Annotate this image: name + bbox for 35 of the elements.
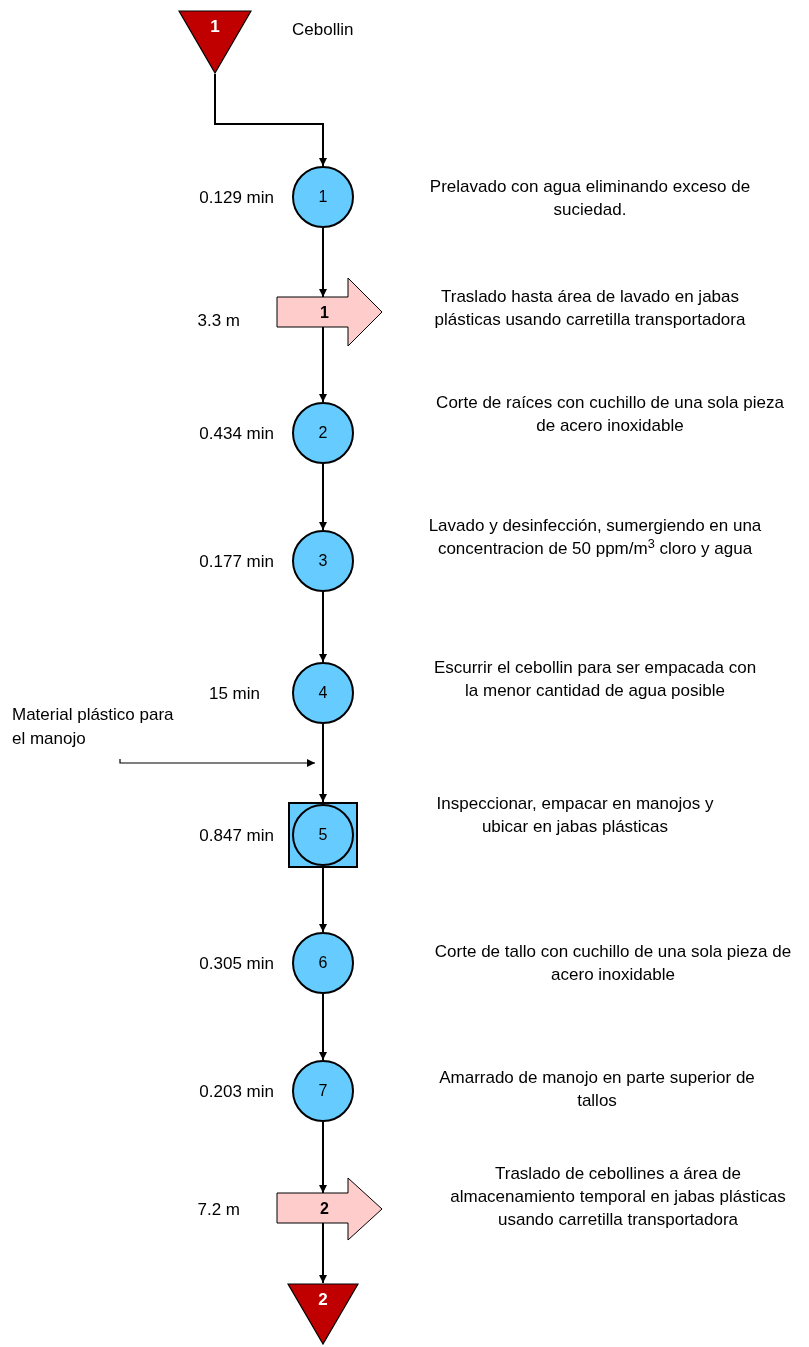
step-number: 1	[209, 16, 221, 38]
flow-arrow	[319, 993, 327, 1061]
measure-label: 15 min	[207, 683, 260, 705]
flow-arrow	[319, 326, 327, 403]
flow-arrow	[319, 723, 327, 803]
step-description: Lavado y desinfección, sumergiendo en una concentracion de 50 ppm/m$^{3}$ cloro y agua	[427, 515, 763, 560]
step-number: 2	[320, 1199, 329, 1219]
measure-label: 0.847 min	[198, 825, 274, 847]
measure-label: 0.203 min	[198, 1081, 274, 1103]
measure-label: 7.2 m	[196, 1199, 240, 1221]
measure-label: 0.305 min	[198, 953, 274, 975]
measure-label: 3.3 m	[196, 310, 240, 332]
flow-arrow	[319, 227, 327, 298]
input-arrow	[119, 758, 316, 767]
flow-arrow	[319, 1222, 327, 1284]
flow-arrow	[319, 867, 327, 933]
measure-label: 0.177 min	[198, 551, 274, 573]
flow-arrow	[319, 591, 327, 663]
step-description: Corte de tallo con cuchillo de una sola pieza de acero inoxidable	[433, 941, 793, 986]
step-number: 2	[317, 1289, 329, 1311]
flow-arrow	[214, 73, 327, 167]
step-number: 1	[320, 303, 329, 323]
step-description: Traslado de cebollines a área de almacenamiento temporal en jabas plásticas usando carretilla transportadora	[449, 1163, 787, 1231]
flow-arrow	[319, 463, 327, 531]
step-description: Escurrir el cebollin para ser empacada con la menor cantidad de agua posible	[432, 657, 758, 702]
step-description: Traslado hasta área de lavado en jabas plásticas usando carretilla transportadora	[433, 286, 747, 331]
input-label: Material plástico para el manojo	[12, 703, 177, 759]
measure-label: 0.129 min	[198, 187, 274, 209]
step-description: Prelavado con agua eliminando exceso de suciedad.	[428, 176, 752, 221]
step-description: Corte de raíces con cuchillo de una sola pieza de acero inoxidable	[435, 392, 785, 437]
step-description: Amarrado de manojo en parte superior de tallos	[438, 1067, 756, 1112]
step-description: Inspeccionar, empacar en manojos y ubicar en jabas plásticas	[435, 793, 715, 838]
flow-arrow	[319, 1121, 327, 1194]
material-label: Cebollin	[292, 19, 355, 41]
measure-label: 0.434 min	[198, 423, 274, 445]
